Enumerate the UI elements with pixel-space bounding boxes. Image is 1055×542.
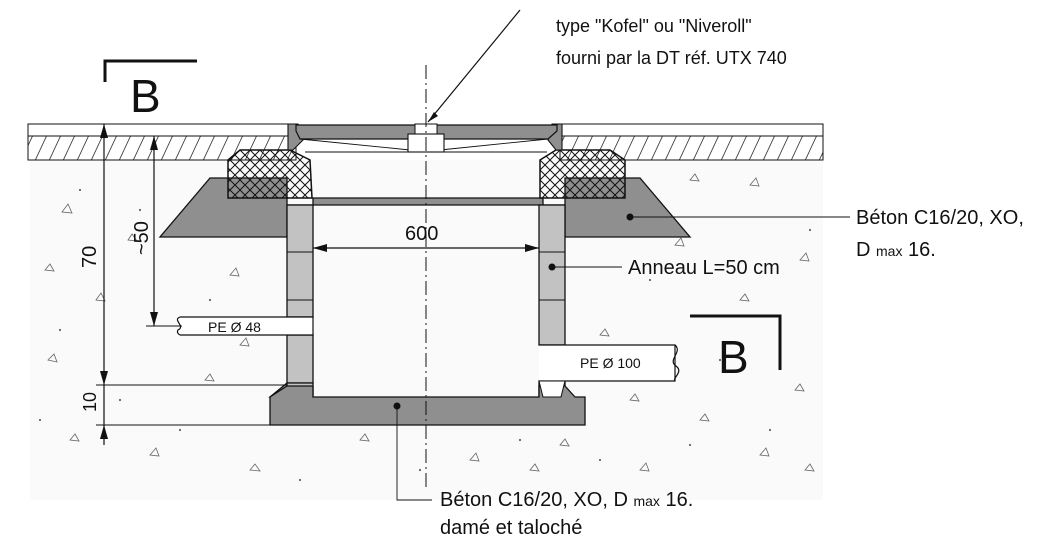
section-mark-right-label: B — [718, 331, 749, 383]
cover-label-line2: fourni par la DT réf. UTX 740 — [556, 48, 787, 68]
dimension-70-label: 70 — [79, 246, 101, 268]
dimension-50-label: ~50 — [131, 221, 153, 255]
width-dimension-label: 600 — [405, 223, 438, 245]
pipe-right-label: PE Ø 100 — [580, 355, 641, 371]
dimension-10 — [96, 385, 270, 445]
pipe-left — [176, 316, 314, 336]
cover-leader — [427, 9, 521, 123]
dimension-50 — [146, 136, 182, 327]
section-mark-left-label: B — [130, 70, 161, 122]
soil-speckles — [44, 173, 815, 472]
leader-beton-right — [626, 213, 850, 221]
beton-right-label-line1: Béton C16/20, XO, — [856, 207, 1024, 229]
support-block-left — [227, 149, 313, 199]
leader-beton-bottom — [393, 402, 432, 501]
cover-label-line1: type "Kofel" ou "Niveroll" — [556, 16, 752, 36]
dimension-70 — [96, 124, 287, 386]
section-mark-left — [103, 59, 197, 82]
leader-ring — [548, 263, 622, 271]
dimension-10-label: 10 — [80, 392, 100, 412]
beton-bottom-label-line2: damé et taloché — [440, 517, 582, 539]
manhole-cover — [287, 123, 563, 153]
section-mark-right — [690, 314, 782, 370]
pipe-left-label: PE Ø 48 — [208, 319, 261, 335]
width-dimension — [313, 244, 539, 252]
support-block-right — [539, 149, 626, 199]
pipe-right — [538, 344, 680, 398]
ring-label: Anneau L=50 cm — [628, 257, 780, 279]
beton-right-label-line2: D max 16. — [856, 239, 936, 261]
beton-bottom-label-line1: Béton C16/20, XO, D max 16. — [440, 489, 693, 511]
